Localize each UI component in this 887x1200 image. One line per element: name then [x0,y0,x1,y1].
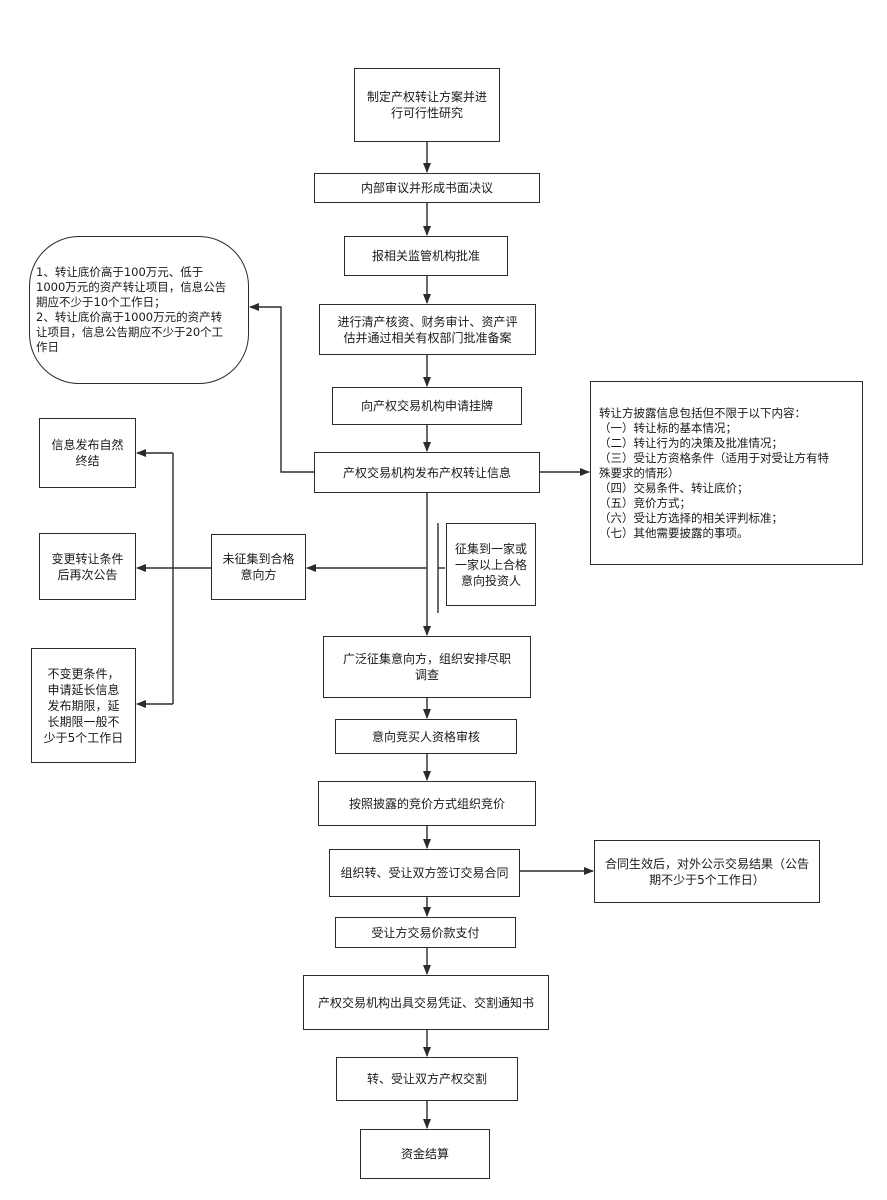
node-extend-period: 不变更条件， 申请延长信息 发布期限，延 长期限一般不 少于5个工作日 [31,648,136,763]
node-sign-contract: 组织转、受让双方签订交易合同 [329,849,520,897]
node-no-qualified: 未征集到合格 意向方 [211,534,306,600]
node-internal-review: 内部审议并形成书面决议 [314,173,540,203]
node-fund-settlement: 资金结算 [360,1129,490,1179]
node-apply-listing: 向产权交易机构申请挂牌 [332,387,522,425]
node-transfer-plan: 制定产权转让方案并进 行可行性研究 [354,68,500,142]
note-disclosure-content: 转让方披露信息包括但不限于以下内容： （一）转让标的基本情况； （二）转让行为的… [590,381,863,565]
node-property-handover: 转、受让双方产权交割 [336,1057,518,1101]
node-bidder-review: 意向竞买人资格审核 [335,719,517,754]
node-contract-publicize: 合同生效后，对外公示交易结果（公告 期不少于5个工作日） [594,840,820,903]
node-regulator-approval: 报相关监管机构批准 [344,236,508,276]
node-change-conditions: 变更转让条件 后再次公告 [39,533,136,600]
node-issue-certificate: 产权交易机构出具交易凭证、交割通知书 [303,975,549,1030]
node-payment: 受让方交易价款支付 [335,917,516,948]
node-qualified-investor: 征集到一家或 一家以上合格 意向投资人 [446,523,536,606]
arrow-n6-note-left [249,303,314,473]
node-organize-bidding: 按照披露的竞价方式组织竞价 [318,781,536,826]
node-collect-intent: 广泛征集意向方，组织安排尽职 调查 [323,636,531,698]
node-asset-audit: 进行清产核资、财务审计、资产评 估并通过相关有权部门批准备案 [319,304,536,355]
node-publish-info: 产权交易机构发布产权转让信息 [314,452,540,493]
node-end-auto: 信息发布自然 终结 [39,418,136,488]
note-disclosure-period: 1、转让底价高于100万元、低于 1000万元的资产转让项目，信息公告 期应不少… [29,236,249,384]
